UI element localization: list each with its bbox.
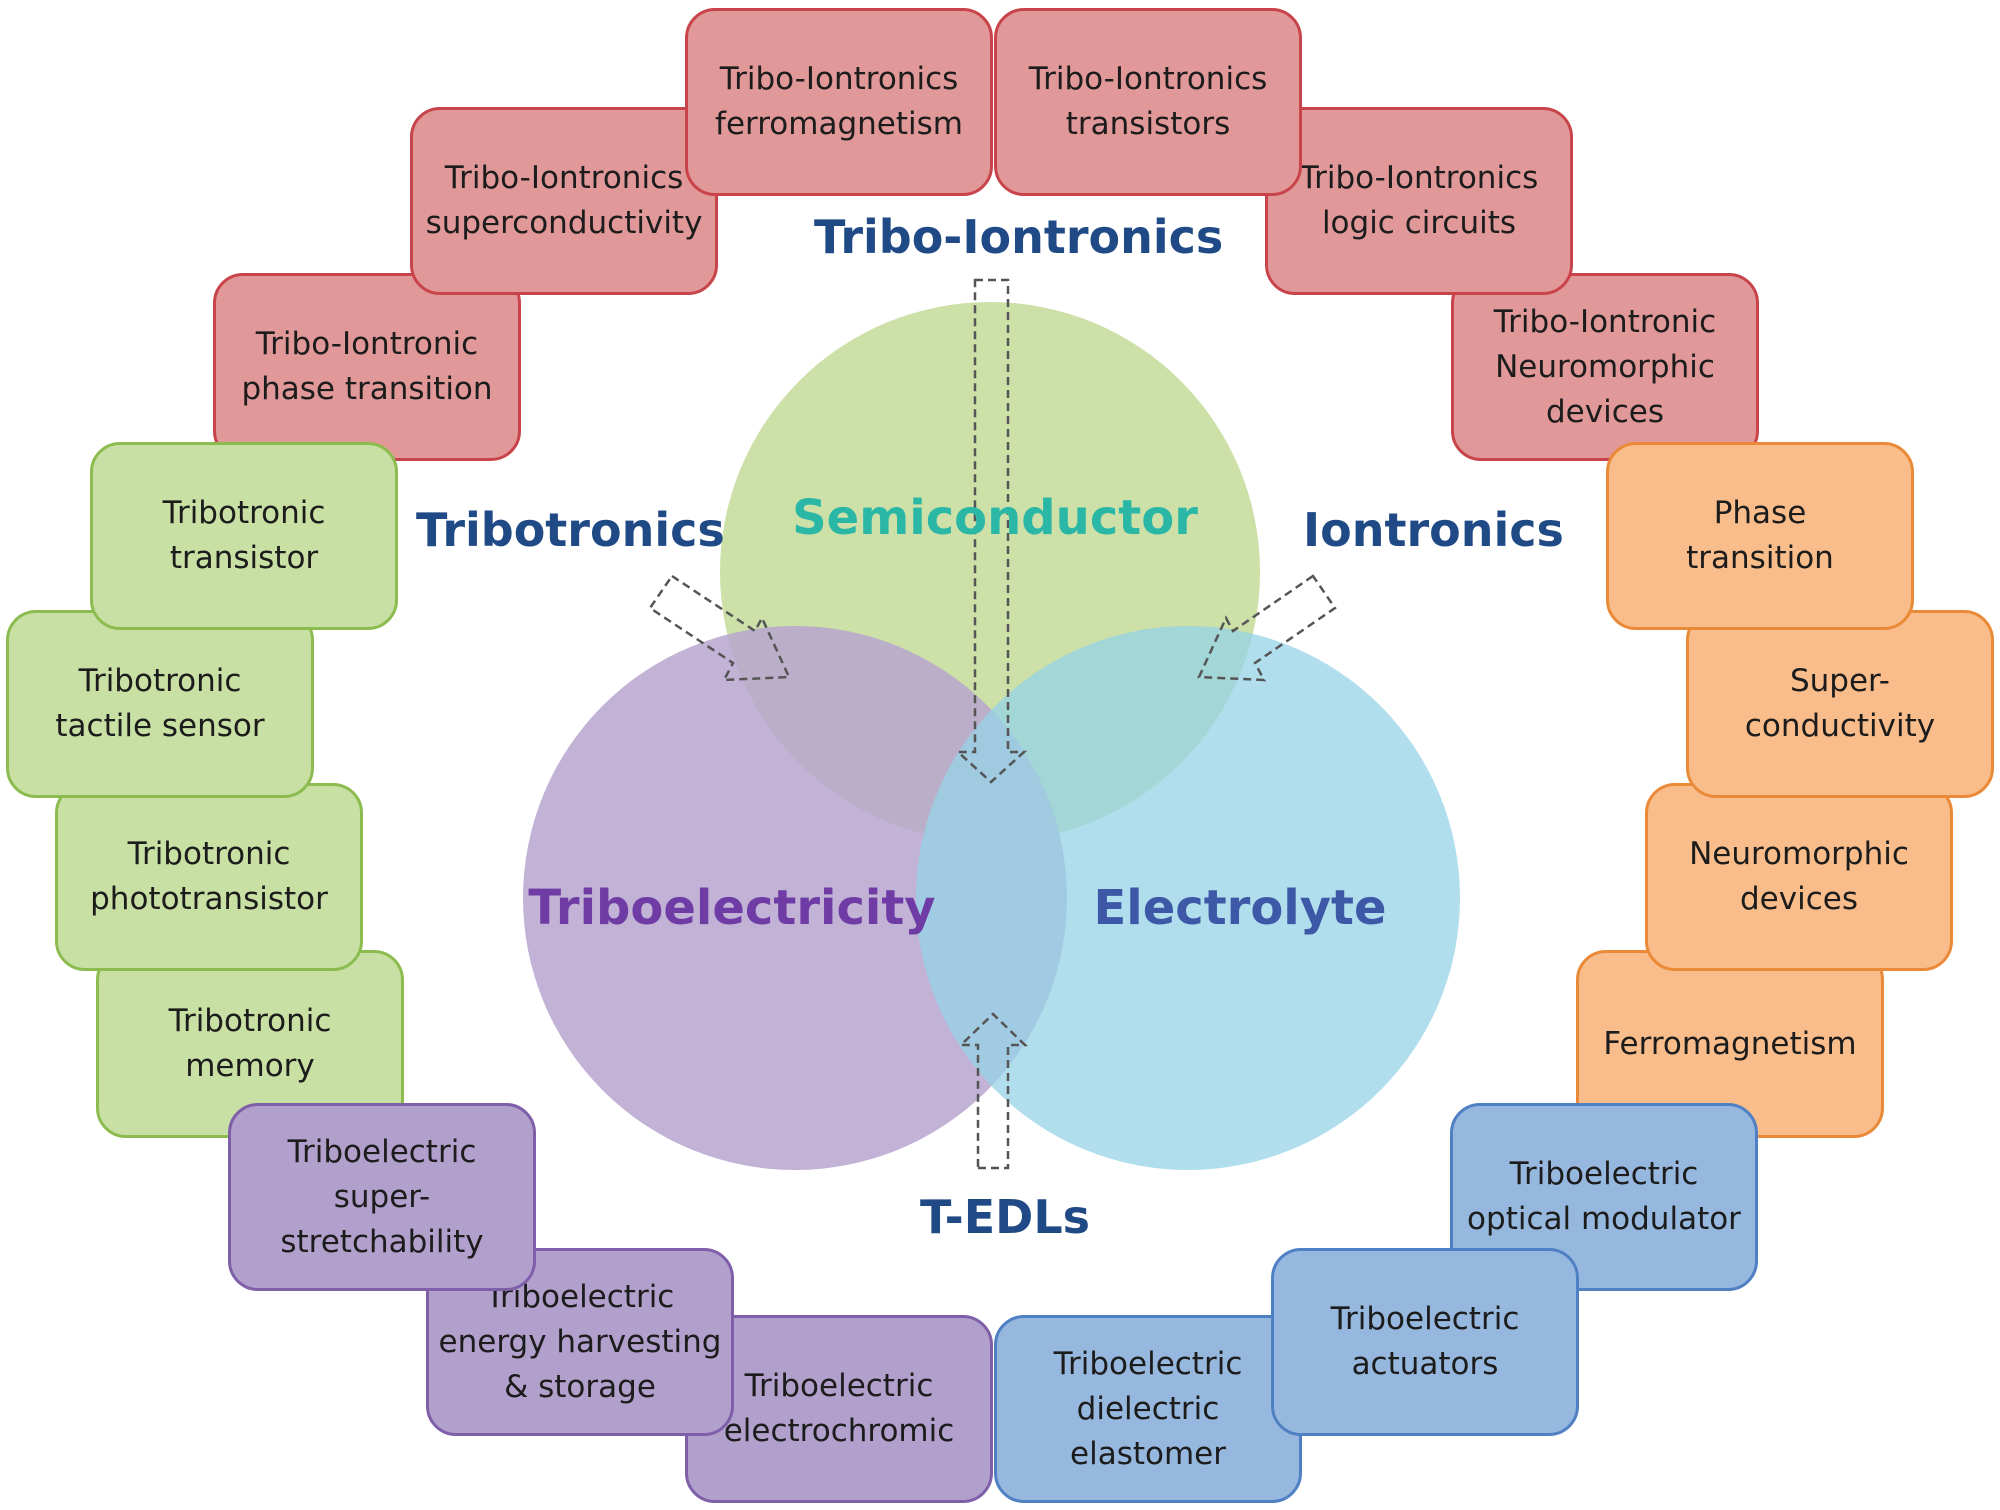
electrolyte-label: Electrolyte xyxy=(1093,880,1387,936)
box-tribo-iontronic-neuromorphic-devices: Tribo-Iontronic Neuromorphic devices xyxy=(1451,273,1759,461)
iontronics-heading: Iontronics xyxy=(1303,503,1564,557)
box-tribo-iontronics-ferromagnetism: Tribo-Iontronics ferromagnetism xyxy=(685,8,993,196)
box-phase-transition: Phase transition xyxy=(1606,442,1914,630)
box-triboelectric-actuators: Triboelectric actuators xyxy=(1271,1248,1579,1436)
t-edls-heading: T-EDLs xyxy=(920,1190,1091,1244)
triboelectricity-circle xyxy=(523,626,1067,1170)
box-triboelectric-energy-harvesting: Triboelectric energy harvesting & storag… xyxy=(426,1248,734,1436)
box-triboelectric-super-stretchability: Triboelectric super- stretchability xyxy=(228,1103,536,1291)
box-neuromorphic-devices: Neuromorphic devices xyxy=(1645,783,1953,971)
box-tribotronic-tactile-sensor: Tribotronic tactile sensor xyxy=(6,610,314,798)
box-super-conductivity: Super- conductivity xyxy=(1686,610,1994,798)
box-triboelectric-optical-modulator: Triboelectric optical modulator xyxy=(1450,1103,1758,1291)
box-tribo-iontronics-superconductivity: Tribo-Iontronics superconductivity xyxy=(410,107,718,295)
box-tribotronic-transistor: Tribotronic transistor xyxy=(90,442,398,630)
arrow-from-iontronics xyxy=(1197,574,1337,682)
tribotronics-heading: Tribotronics xyxy=(416,503,725,557)
box-tribo-iontronic-phase-transition: Tribo-Iontronic phase transition xyxy=(213,273,521,461)
tribo-iontronics-heading: Tribo-Iontronics xyxy=(814,210,1224,264)
box-tribo-iontronics-logic-circuits: Tribo-Iontronics logic circuits xyxy=(1265,107,1573,295)
arrow-up-to-center xyxy=(957,1012,1029,1170)
box-triboelectric-dielectric-elastomer: Triboelectric dielectric elastomer xyxy=(994,1315,1302,1503)
semiconductor-label: Semiconductor xyxy=(792,490,1198,546)
arrow-down-to-center xyxy=(954,278,1028,784)
box-tribotronic-phototransistor: Tribotronic phototransistor xyxy=(55,783,363,971)
electrolyte-circle xyxy=(916,626,1460,1170)
box-tribo-iontronics-transistors: Tribo-Iontronics transistors xyxy=(994,8,1302,196)
triboelectricity-label: Triboelectricity xyxy=(528,880,936,936)
arrow-from-tribotronics xyxy=(648,574,791,682)
